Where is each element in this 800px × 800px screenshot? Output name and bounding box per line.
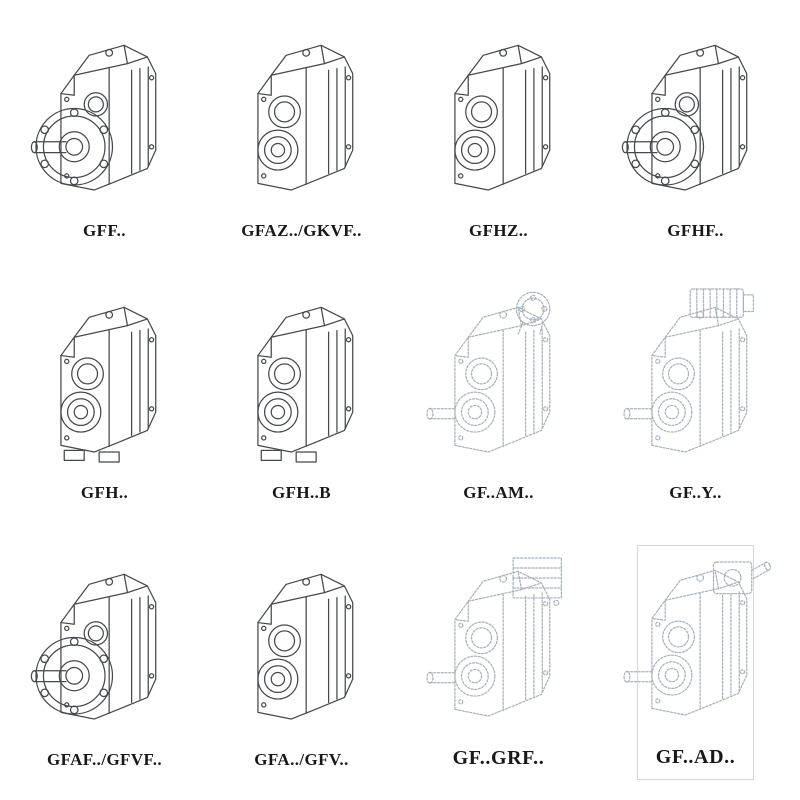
model-label: GF..GRF.. — [452, 747, 545, 769]
flange-mounted-gearbox-drawing — [617, 23, 775, 219]
foot-mounted-gearbox-drawing — [26, 285, 184, 481]
flange-mounted-gearbox-drawing — [26, 23, 184, 219]
catalog-item: GF..Y.. — [637, 283, 754, 514]
catalog-item: GF..GRF.. — [440, 545, 557, 780]
catalog-item: GFHF.. — [637, 20, 754, 251]
catalog-item: GFF.. — [46, 20, 163, 251]
model-label: GFAZ../GKVF.. — [241, 220, 362, 240]
catalog-item: GFAZ../GKVF.. — [241, 20, 362, 251]
model-label: GFHF.. — [667, 220, 724, 240]
hollow-shaft-gearbox-drawing — [223, 23, 381, 219]
model-label: GFAF../GFVF.. — [46, 750, 163, 769]
model-label: GFHZ.. — [468, 220, 529, 240]
gearbox-with-motor-drawing — [617, 285, 775, 481]
model-label: GF..Y.. — [669, 483, 722, 502]
catalog-item: GF..AD.. — [637, 545, 754, 780]
catalog-item: GFH..B — [243, 283, 360, 514]
model-label: GFH..B — [271, 483, 332, 502]
model-label: GFA../GFV.. — [254, 750, 349, 769]
gearbox-with-input-flange-drawing — [420, 285, 578, 481]
catalog-item: GFH.. — [46, 283, 163, 514]
model-label: GF..AM.. — [463, 483, 534, 502]
flange-mounted-gearbox-drawing — [26, 552, 184, 748]
gearbox-with-cover-box-drawing — [420, 549, 578, 745]
model-label: GF..AD.. — [655, 746, 736, 768]
foot-mounted-gearbox-drawing — [223, 285, 381, 481]
model-label: GFF.. — [83, 220, 126, 240]
catalog-item: GF..AM.. — [440, 283, 557, 514]
hollow-shaft-gearbox-drawing — [223, 552, 381, 748]
catalog-item: GFHZ.. — [440, 20, 557, 251]
hollow-shaft-gearbox-drawing — [420, 23, 578, 219]
catalog-item: GFAF../GFVF.. — [46, 545, 163, 780]
catalog-item: GFA../GFV.. — [243, 545, 360, 780]
gearbox-with-adapter-drawing — [617, 548, 775, 744]
model-label: GFH.. — [80, 483, 129, 502]
